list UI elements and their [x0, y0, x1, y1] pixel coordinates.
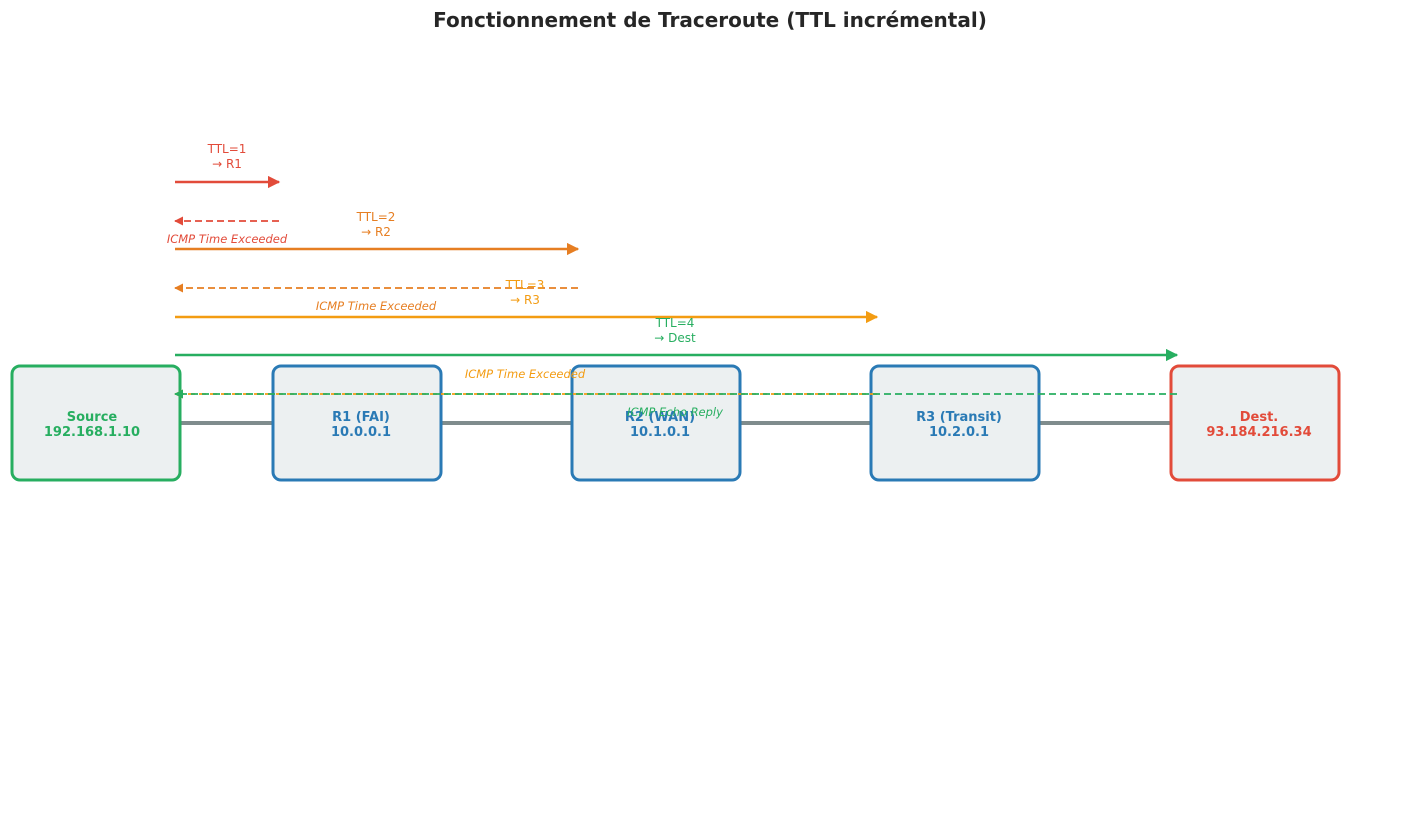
- node-ip: 10.0.0.1: [331, 425, 391, 440]
- node-box: [10, 364, 182, 482]
- reply-label: ICMP Time Exceeded: [465, 367, 586, 381]
- node-name: Dest.: [1240, 410, 1279, 425]
- node-ip: 192.168.1.10: [44, 425, 140, 440]
- ttl-label: TTL=1: [207, 142, 247, 156]
- node-box: [1169, 364, 1341, 482]
- node-ip: 93.184.216.34: [1206, 425, 1311, 440]
- ttl-label: TTL=2: [356, 210, 396, 224]
- hop-2: TTL=2→ R2 ICMP Time Exceeded: [174, 210, 580, 313]
- node-ip: 10.1.0.1: [630, 425, 690, 440]
- probe-arrows: TTL=1→ R1 ICMP Time Exceeded TTL=2→ R2 ICMP…: [167, 142, 1179, 419]
- target-label: → R1: [212, 157, 242, 171]
- node-ip: 10.2.0.1: [929, 425, 989, 440]
- node-router-1: R1 (FAI)10.0.0.1: [271, 364, 443, 482]
- node-name: Source: [67, 410, 118, 425]
- target-label: → Dest: [654, 331, 696, 345]
- node-destination: Dest.93.184.216.34: [1169, 364, 1341, 482]
- node-name: R1 (FAI): [332, 410, 390, 425]
- node-name: R3 (Transit): [916, 410, 1002, 425]
- reply-label: ICMP Time Exceeded: [167, 232, 288, 246]
- reply-label: ICMP Time Exceeded: [316, 299, 437, 313]
- node-router-2: R2 (WAN)10.1.0.1: [570, 364, 742, 482]
- target-label: → R2: [361, 225, 391, 239]
- diagram-title: Fonctionnement de Traceroute (TTL incrém…: [433, 8, 987, 32]
- target-label: → R3: [510, 293, 540, 307]
- hop-1: TTL=1→ R1 ICMP Time Exceeded: [167, 142, 288, 246]
- reply-label: ICMP Echo Reply: [627, 405, 723, 419]
- node-name: R2 (WAN): [625, 410, 695, 425]
- ttl-label: TTL=3: [505, 278, 545, 292]
- node-router-3: R3 (Transit)10.2.0.1: [869, 364, 1041, 482]
- ttl-label: TTL=4: [655, 316, 695, 330]
